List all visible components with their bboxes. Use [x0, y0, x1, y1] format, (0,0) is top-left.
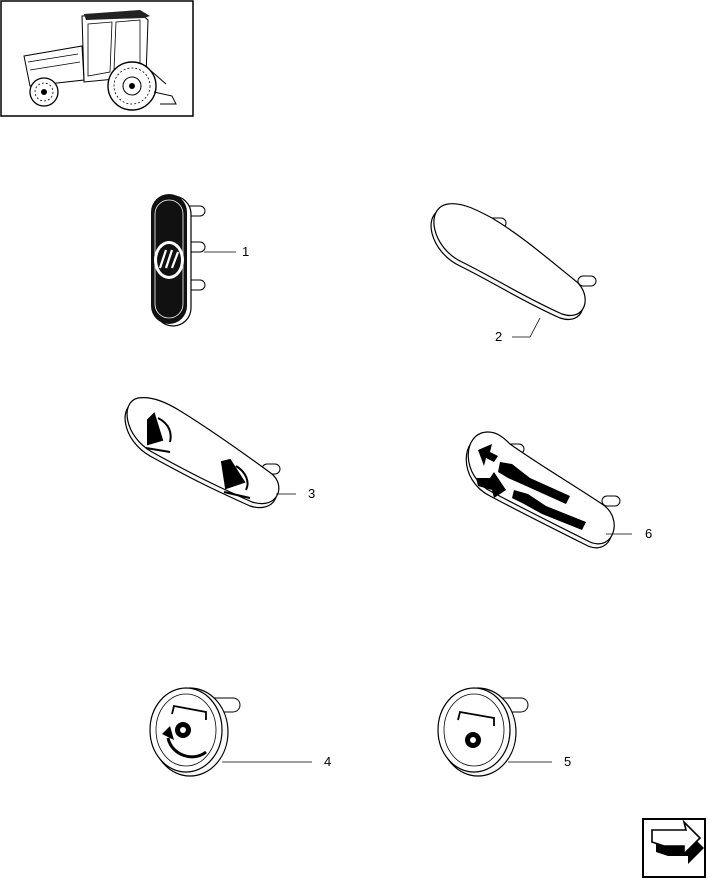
callout-3: 3	[308, 486, 315, 501]
part-3-linkage-position-cap	[124, 397, 281, 509]
part-5-pto-knob	[437, 687, 529, 777]
callout-6: 6	[645, 526, 652, 541]
part-6-cylinder-direction-cap	[465, 431, 621, 549]
callout-1: 1	[242, 244, 249, 259]
cylinder-direction-cap-icon	[476, 444, 586, 530]
part-2-blank-cap	[430, 203, 597, 321]
next-page-button[interactable]	[642, 818, 706, 878]
pto-knob-icon	[457, 710, 495, 748]
linkage-position-cap-icon	[145, 412, 251, 499]
pto-rotation-knob-icon	[162, 704, 207, 759]
tractor-thumbnail-icon	[0, 0, 194, 117]
callout-4: 4	[324, 754, 331, 769]
leader-lines	[204, 251, 632, 763]
next-page-arrow-icon	[651, 819, 704, 864]
callout-2: 2	[495, 329, 502, 344]
part-4-pto-rotation-knob	[149, 687, 241, 777]
part-1-brand-logo-cap	[151, 194, 206, 327]
callout-5: 5	[564, 754, 571, 769]
